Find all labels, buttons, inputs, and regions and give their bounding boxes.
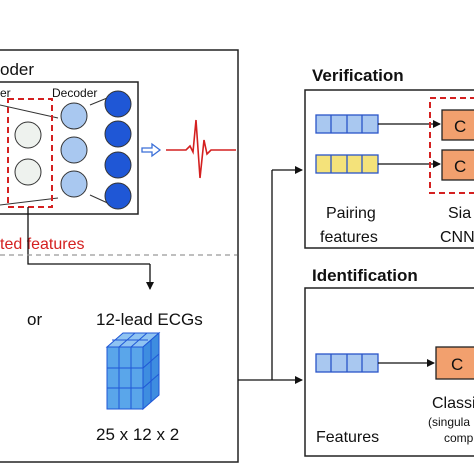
pairing-features-label: features: [320, 229, 378, 246]
network-connections: [0, 95, 113, 206]
output-node: [104, 182, 132, 210]
decoder-hidden-nodes: [60, 102, 88, 198]
classifier-sub-label-2: comp: [444, 431, 474, 445]
output-node: [104, 120, 132, 148]
latent-node: [14, 121, 42, 149]
classifier-sub-label: (singula: [428, 415, 470, 429]
siamese-block-label: C: [454, 117, 466, 136]
latent-nodes: [14, 121, 42, 186]
or-label: or: [27, 310, 42, 329]
pairing-label: Pairing: [326, 205, 376, 222]
latent-node: [14, 158, 42, 186]
output-node: [104, 90, 132, 118]
classifier-label: Classi: [432, 395, 474, 412]
hidden-node: [60, 102, 88, 130]
identification-title: Identification: [312, 266, 418, 285]
extracted-features-box: [7, 98, 53, 208]
siamese-cnn-block: [441, 149, 474, 181]
ecg-dims-label: 25 x 12 x 2: [96, 425, 179, 444]
left-panel-title: oder: [0, 60, 34, 79]
classifier-block-label: C: [451, 355, 463, 374]
hidden-node: [60, 136, 88, 164]
extracted-features-label: ted features: [0, 236, 85, 253]
pairing-feature-yellow: [315, 154, 379, 174]
verification-title: Verification: [312, 66, 404, 85]
decoder-output-nodes: [104, 90, 132, 210]
pairing-feature-blue: [315, 114, 379, 134]
feature-to-ecg-connector: [27, 207, 150, 265]
identification-features-label: Features: [316, 429, 379, 446]
hidden-node: [60, 170, 88, 198]
ecg-label: 12-lead ECGs: [96, 310, 203, 329]
autoencoder-box: [0, 81, 139, 215]
siamese-dashed-box: [429, 97, 474, 194]
ecg-waveform-icon: [166, 119, 236, 179]
identification-feature: [315, 353, 379, 373]
verification-box: [304, 89, 474, 249]
output-node: [104, 151, 132, 179]
classifier-block: [435, 346, 474, 380]
siamese-cnn-block: [441, 109, 474, 141]
left-panel-frame: [0, 49, 239, 463]
identification-box: [304, 287, 474, 457]
decoder-label: Decoder: [52, 86, 97, 100]
siamese-cnn-label: CNN: [440, 229, 474, 246]
ecg-tensor-cube: [105, 331, 161, 411]
encoder-label: er: [0, 86, 11, 100]
arrow-right-icon: [141, 142, 162, 158]
siamese-label: Sia: [448, 205, 471, 222]
siamese-block-label: C: [454, 157, 466, 176]
